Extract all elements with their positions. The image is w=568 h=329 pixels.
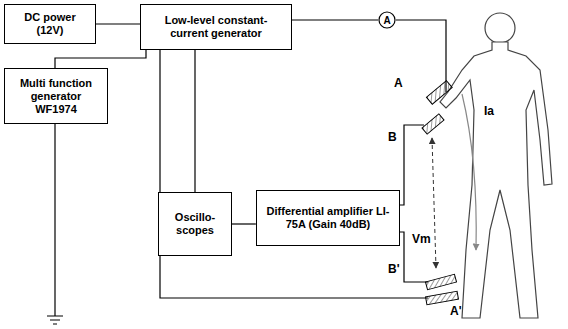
wire bbox=[96, 23, 140, 24]
voltage-indicator bbox=[432, 138, 436, 268]
wire bbox=[55, 50, 146, 68]
signal-generator-box: Multi function generator WF1974 bbox=[4, 68, 108, 124]
ammeter-symbol: A bbox=[378, 11, 396, 29]
return-wire bbox=[160, 50, 428, 298]
current-label: Ia bbox=[484, 104, 494, 118]
electrode-label: B' bbox=[388, 262, 400, 276]
amplifier-box: Differential amplifier LI-75A (Gain 40dB… bbox=[256, 190, 400, 246]
electrode bbox=[422, 81, 458, 305]
wire bbox=[292, 19, 378, 20]
sense-wire bbox=[400, 125, 424, 205]
current-arrow bbox=[462, 94, 476, 250]
current-wire bbox=[396, 20, 446, 92]
generator-box: Low-level constant-current generator bbox=[140, 4, 292, 50]
human-figure bbox=[440, 13, 552, 318]
electrode-label: A' bbox=[450, 304, 462, 318]
box-text: DC power (12V) bbox=[13, 11, 87, 37]
wire bbox=[194, 50, 195, 192]
ground-wire bbox=[54, 124, 55, 316]
oscilloscope-box: Oscillo-scopes bbox=[158, 192, 232, 256]
ground-symbol bbox=[47, 316, 63, 324]
voltage-label: Vm bbox=[412, 232, 431, 246]
box-text: Multi function generator WF1974 bbox=[13, 77, 99, 116]
box-text: Low-level constant-current generator bbox=[149, 14, 283, 40]
electrode-label: B bbox=[388, 130, 397, 144]
power-box: DC power (12V) bbox=[4, 4, 96, 44]
wire bbox=[232, 223, 256, 224]
ammeter-letter: A bbox=[383, 14, 390, 27]
box-text: Oscillo-scopes bbox=[167, 211, 223, 237]
electrode-label: A bbox=[394, 76, 403, 90]
box-text: Differential amplifier LI-75A (Gain 40dB… bbox=[265, 205, 391, 231]
